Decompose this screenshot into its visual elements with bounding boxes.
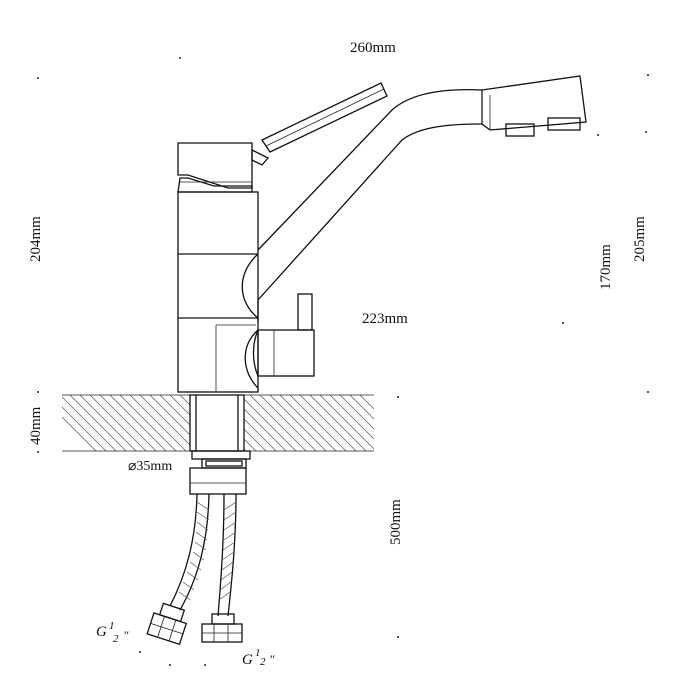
faucet-body (177, 191, 259, 393)
handle-cap (177, 142, 253, 193)
dim-counter-thickness: 40mm (28, 406, 44, 445)
ref-dot (647, 74, 649, 76)
dim-mount-diameter: ⌀35mm (128, 459, 172, 474)
spout (257, 75, 587, 322)
side-valve (252, 293, 315, 377)
thread-label-left: G 1 2 " (96, 620, 129, 645)
mounting-nut (189, 450, 251, 495)
ref-dot (37, 451, 39, 453)
svg-text:G: G (96, 624, 107, 640)
ref-dot (37, 391, 39, 393)
dim-base-reach: 223mm (362, 311, 408, 327)
ref-dot (597, 134, 599, 136)
svg-text:G: G (242, 652, 253, 668)
svg-text:2: 2 (113, 633, 119, 645)
ref-dot (562, 322, 564, 324)
lever-handle (251, 82, 388, 166)
ref-dot (204, 664, 206, 666)
ref-dot (397, 396, 399, 398)
ref-dot (645, 131, 647, 133)
dim-spout-height: 170mm (598, 244, 614, 290)
ref-dot (37, 77, 39, 79)
flex-hoses (169, 493, 237, 617)
ref-dot (169, 664, 171, 666)
countertop (62, 394, 374, 452)
ref-dot (647, 391, 649, 393)
mounting-shank (189, 394, 245, 452)
svg-text:1: 1 (255, 647, 261, 659)
svg-text:": " (269, 652, 275, 667)
dim-spout-reach: 260mm (350, 40, 396, 56)
svg-text:": " (123, 628, 129, 643)
svg-text:2: 2 (260, 656, 266, 668)
svg-text:1: 1 (109, 620, 115, 632)
ref-dot (139, 651, 141, 653)
counter-hatching (62, 395, 374, 451)
thread-label-right: G 1 2 " (242, 647, 275, 668)
dim-total-height: 205mm (632, 216, 648, 262)
ref-dot (397, 636, 399, 638)
dim-hose-length: 500mm (388, 499, 404, 545)
ref-dot (179, 57, 181, 59)
fitting-right (201, 613, 243, 643)
fitting-left (146, 602, 188, 646)
dim-body-height: 204mm (28, 216, 44, 262)
